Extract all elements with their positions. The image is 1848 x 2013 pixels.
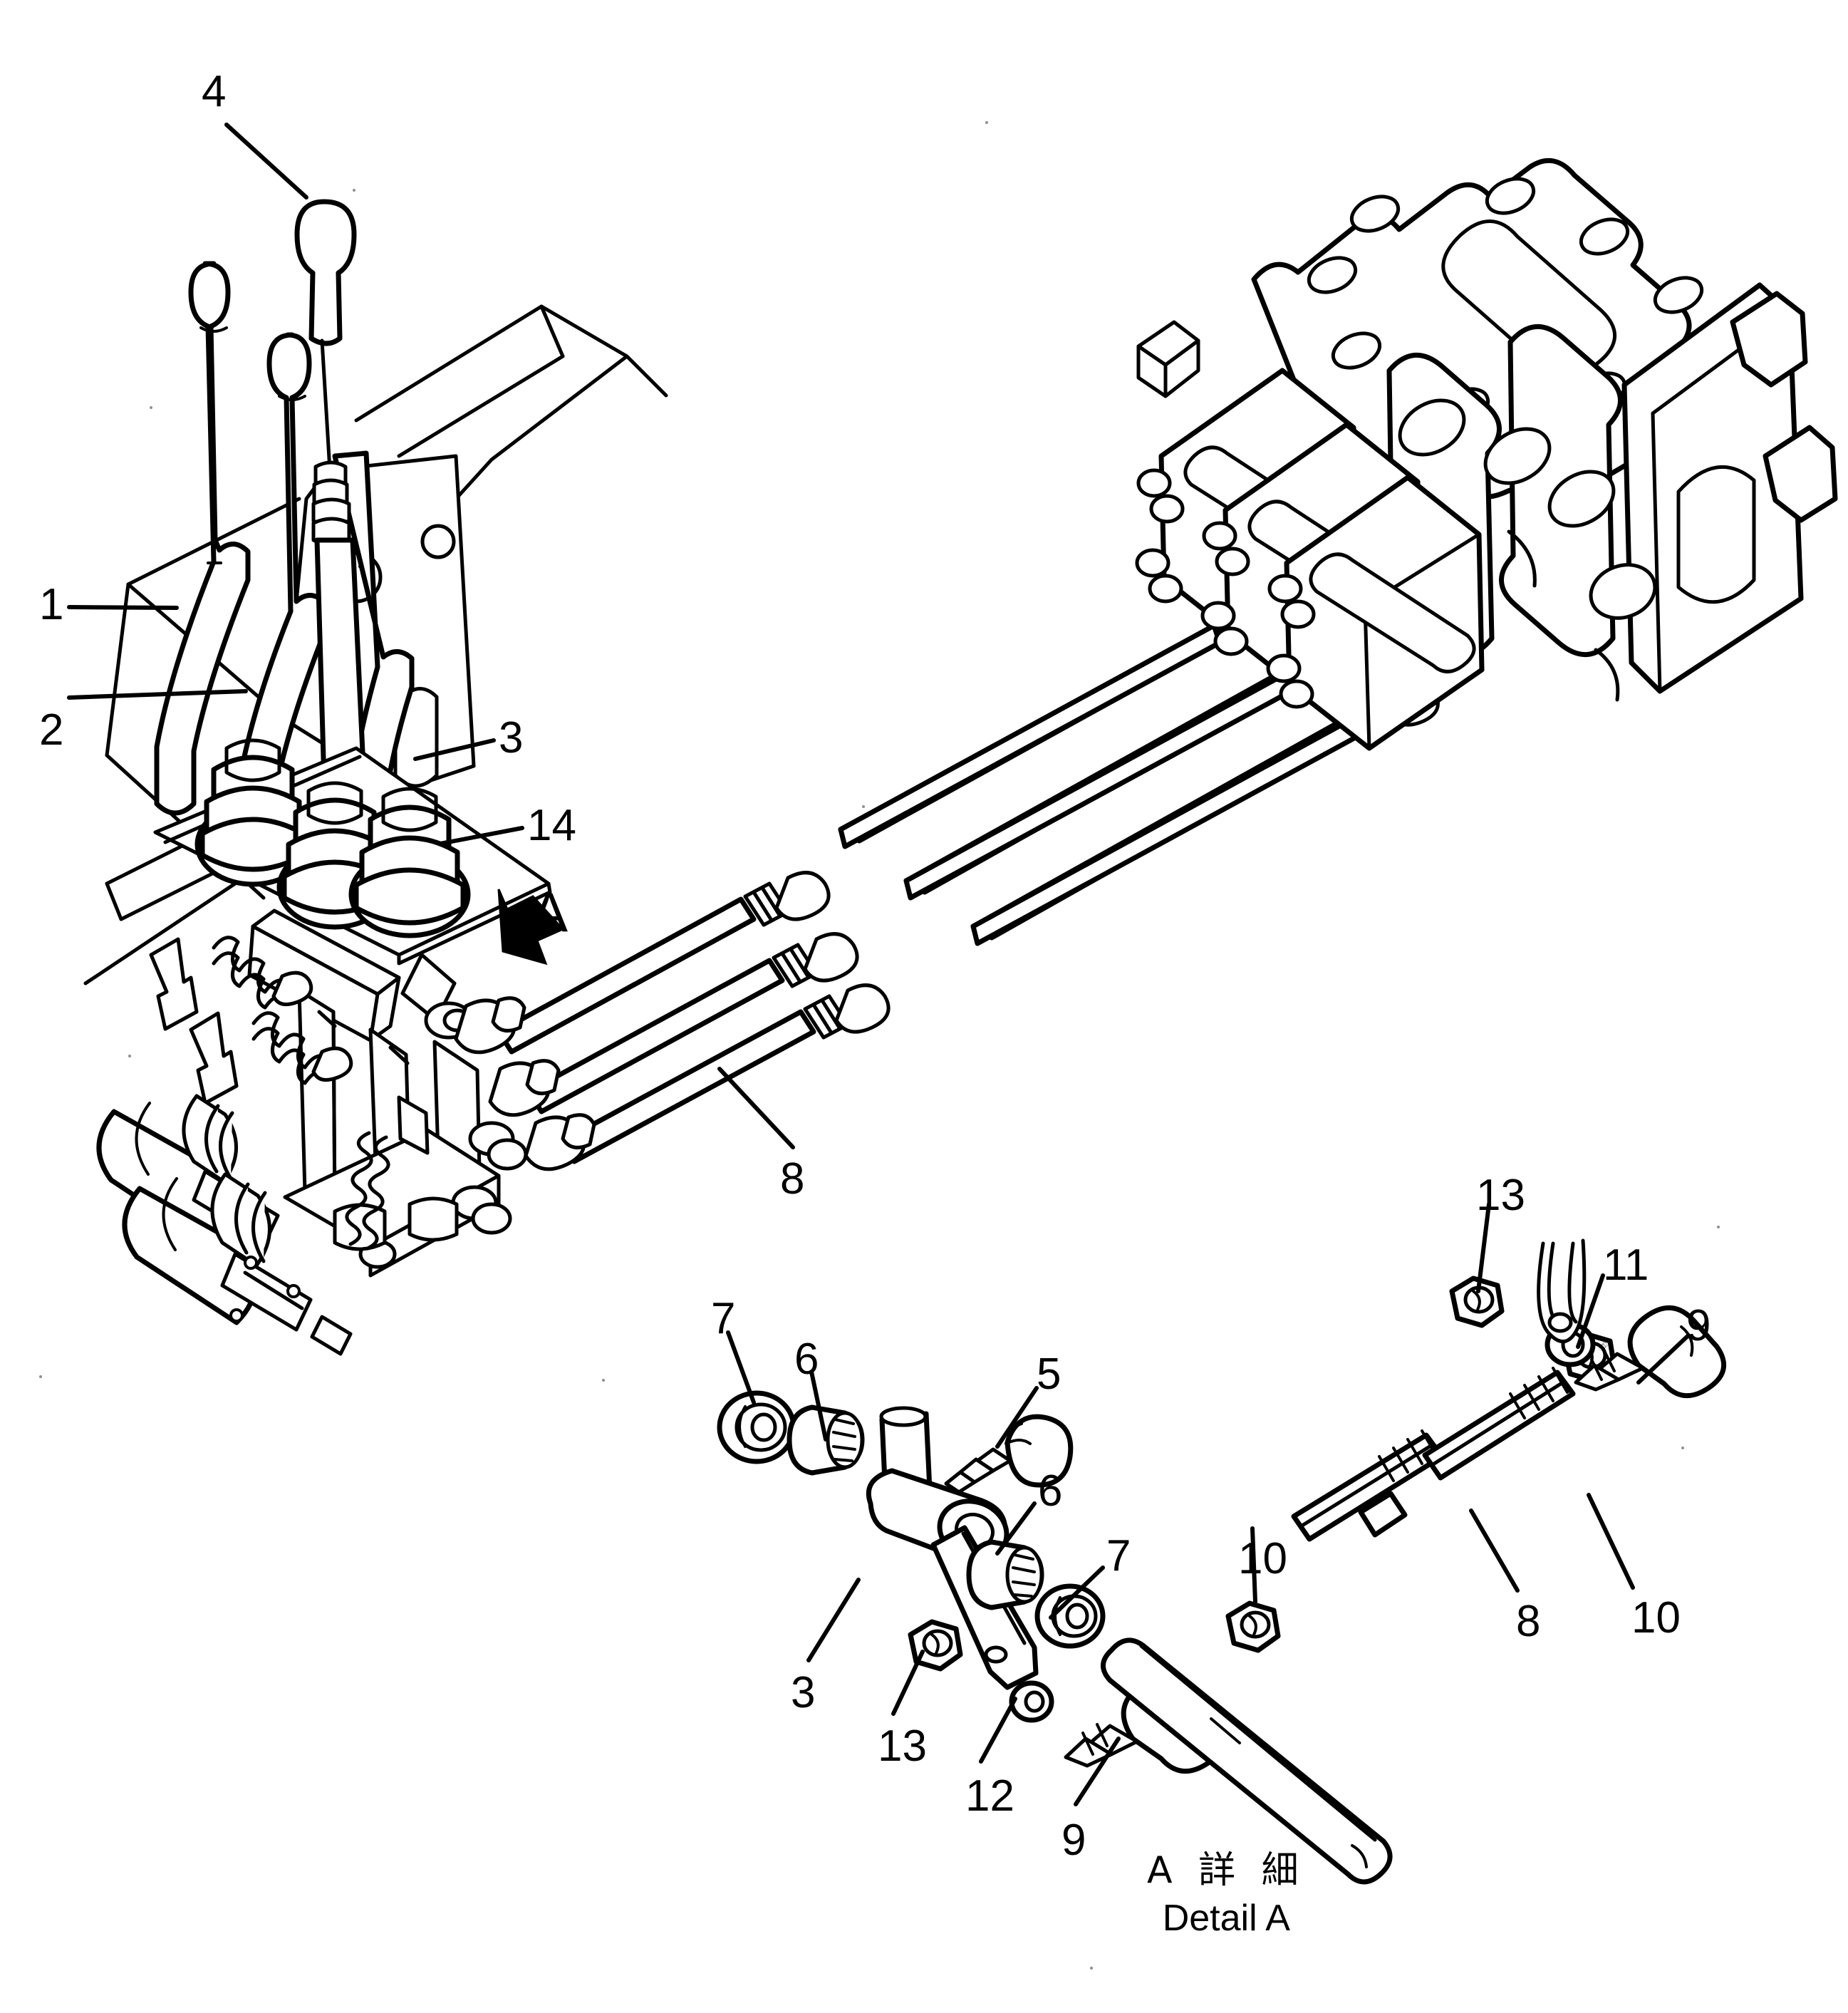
- scan-speck: [1717, 1226, 1720, 1228]
- rod-coupler-left-3: [524, 1113, 596, 1171]
- callout-number-1: 1: [39, 580, 64, 629]
- callout-number-6: 6: [794, 1335, 819, 1384]
- detail-a-caption-japanese: A 詳 細: [1147, 1849, 1306, 1892]
- detail-a-group: [717, 1238, 1726, 1885]
- control-lever-4: [294, 199, 367, 785]
- leader-line-6: [809, 1370, 828, 1442]
- callout-number-9: 9: [1061, 1816, 1086, 1865]
- hydraulic-control-valve: [1135, 158, 1838, 751]
- rubber-boots: [194, 738, 471, 938]
- leader-line-10: [1587, 1493, 1635, 1590]
- part-10-nut-center: [1225, 1600, 1281, 1653]
- callout-number-10: 10: [1631, 1593, 1681, 1642]
- leader-line-14: [438, 826, 524, 846]
- leader-line-13: [891, 1650, 925, 1716]
- scan-speck: [150, 406, 152, 409]
- rod-coupler-left-1: [454, 996, 526, 1055]
- leader-line-4: [224, 123, 308, 200]
- linkage-rods: [454, 623, 1374, 1171]
- callout-number-7: 7: [1106, 1531, 1131, 1580]
- leader-line-6: [995, 1501, 1037, 1556]
- scan-speck: [1681, 1447, 1684, 1449]
- cylinder-lower: [122, 1172, 353, 1356]
- leader-line-9: [1074, 1737, 1121, 1806]
- boot-1: [194, 738, 311, 887]
- callout-number-13: 13: [878, 1722, 927, 1771]
- callout-number-9: 9: [1686, 1301, 1711, 1350]
- callout-number-3: 3: [791, 1668, 816, 1717]
- part-5-grease-fitting: [944, 1414, 1074, 1494]
- callout-number-12: 12: [965, 1771, 1014, 1821]
- part-7-seal-washer-right: [1034, 1583, 1106, 1649]
- rod-coupler-left-2: [488, 1059, 561, 1117]
- detail-a-caption: A 詳 細 Detail A: [1147, 1847, 1306, 1942]
- scan-speck: [128, 1055, 131, 1057]
- callout-number-7: 7: [711, 1294, 736, 1343]
- callout-number-13: 13: [1476, 1171, 1525, 1220]
- leader-line-3: [413, 738, 496, 761]
- clevis-fork: [1537, 1238, 1587, 1343]
- part-8-rod-detail-center: [1101, 1637, 1393, 1885]
- leader-line-1: [67, 605, 179, 610]
- callout-number-8: 8: [1516, 1597, 1541, 1646]
- leader-line-3: [806, 1578, 861, 1662]
- spring-1: [212, 936, 313, 1010]
- part-6-bushing-right: [966, 1539, 1044, 1610]
- section-marker-a: A: [531, 881, 569, 943]
- callout-number-2: 2: [39, 705, 64, 755]
- part-7-seal-washer-left: [717, 1390, 796, 1464]
- control-lever-1: [154, 261, 251, 816]
- boot-3: [348, 787, 471, 938]
- leader-line-13: [1476, 1202, 1491, 1293]
- leader-line-9: [1636, 1333, 1691, 1385]
- center-coil-linkage: [345, 1095, 430, 1251]
- rod-sleeve-1: [743, 871, 831, 927]
- scan-speck: [862, 805, 865, 808]
- callout-number-8: 8: [780, 1154, 805, 1204]
- callout-number-5: 5: [1037, 1350, 1061, 1399]
- scan-speck: [353, 189, 355, 192]
- detail-a-caption-english: Detail A: [1162, 1897, 1290, 1939]
- leader-line-11: [1576, 1273, 1605, 1349]
- return-springs: [149, 936, 353, 1105]
- callout-leader-lines: [67, 123, 1691, 1806]
- leader-line-5: [995, 1386, 1039, 1449]
- part-9-ball-joint-upper: [1574, 1305, 1726, 1399]
- scan-speck: [602, 1379, 605, 1382]
- callout-number-11: 11: [1603, 1241, 1649, 1290]
- scan-speck: [985, 121, 988, 124]
- rod-sleeve-3: [803, 983, 891, 1040]
- callout-number-6: 6: [1038, 1466, 1063, 1516]
- callout-number-14: 14: [527, 801, 576, 850]
- part-6-bushing-left: [787, 1404, 865, 1476]
- leader-line-10: [1250, 1526, 1257, 1604]
- callout-number-10: 10: [1238, 1534, 1287, 1583]
- rod-sleeve-2: [772, 932, 859, 988]
- spring-2: [251, 1011, 353, 1085]
- part-12-washer-small: [1009, 1680, 1054, 1723]
- leader-line-12: [979, 1697, 1017, 1764]
- part-13-lock-nut-right: [1449, 1275, 1505, 1328]
- leader-line-8: [717, 1067, 795, 1149]
- leader-line-7: [1049, 1566, 1105, 1620]
- rod-stub-left: [1358, 1491, 1408, 1538]
- valve-end-bolts: [1135, 468, 1316, 709]
- leader-line-7: [726, 1330, 756, 1404]
- leader-line-8: [1469, 1509, 1520, 1593]
- leader-line-2: [67, 689, 248, 700]
- callout-number-4: 4: [202, 67, 227, 116]
- scan-speck: [39, 1375, 42, 1378]
- section-arrow-a: [497, 889, 565, 966]
- scan-speck: [1090, 1967, 1093, 1970]
- bellcrank-assembly: [283, 988, 528, 1278]
- callout-number-3: 3: [499, 713, 524, 762]
- part-8-threaded-rod-right: [1422, 1367, 1576, 1481]
